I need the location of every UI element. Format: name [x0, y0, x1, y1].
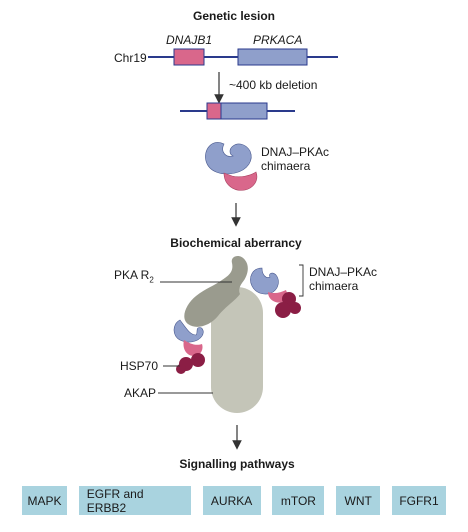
pka-r2-label: PKA R2: [114, 268, 154, 287]
hsp70-left: [176, 353, 205, 374]
pathway-box: WNT: [336, 486, 381, 515]
pathway-box: AURKA: [202, 486, 261, 515]
chimaera-label-top-line1: DNAJ–PKAc: [261, 145, 330, 159]
akap-label: AKAP: [124, 386, 157, 400]
deletion-label: ~400 kb deletion: [229, 78, 318, 92]
chimaera-bracket: [299, 264, 304, 297]
chimaera-label-top: DNAJ–PKAc chimaera: [261, 145, 329, 173]
hsp70-right: [275, 292, 301, 318]
pka-r2-label-sub: 2: [149, 275, 154, 285]
pathway-list: MAPK EGFR and ERBB2 AURKA mTOR WNT FGFR1: [22, 486, 446, 515]
section-title-biochemical-aberrancy: Biochemical aberrancy: [170, 236, 302, 250]
pathway-box: EGFR and ERBB2: [78, 486, 191, 515]
gene-label-prkaca: PRKACA: [253, 33, 303, 47]
chimaera-protein-top: [205, 142, 258, 191]
akap-scaffold: [211, 287, 263, 413]
dnajb1-gene: [173, 48, 205, 66]
chromosome-label: Chr19: [114, 51, 147, 65]
pathway-box: FGFR1: [391, 486, 446, 515]
fusion-dnaj-part: [206, 102, 222, 120]
gene-label-dnajb1: DNAJB1: [166, 33, 213, 47]
chimaera-label-right-line1: DNAJ–PKAc: [309, 265, 378, 279]
pka-r2-dimer: [184, 256, 248, 327]
chimaera-protein-right: [250, 267, 287, 303]
pathway-box: mTOR: [272, 486, 325, 515]
section-title-signalling-pathways: Signalling pathways: [179, 457, 295, 471]
hsp70-label: HSP70: [120, 359, 159, 373]
chimaera-label-top-line2: chimaera: [261, 159, 311, 173]
prkaca-gene: [237, 48, 308, 66]
chimaera-protein-left: [173, 319, 204, 356]
section-title-genetic-lesion: Genetic lesion: [192, 9, 276, 23]
pka-r2-label-text: PKA R: [114, 268, 150, 282]
chimaera-label-right-line2: chimaera: [309, 279, 359, 293]
pathway-box: MAPK: [22, 486, 67, 515]
chimaera-label-right: DNAJ–PKAc chimaera: [309, 265, 377, 293]
fusion-pkac-part: [220, 102, 268, 120]
